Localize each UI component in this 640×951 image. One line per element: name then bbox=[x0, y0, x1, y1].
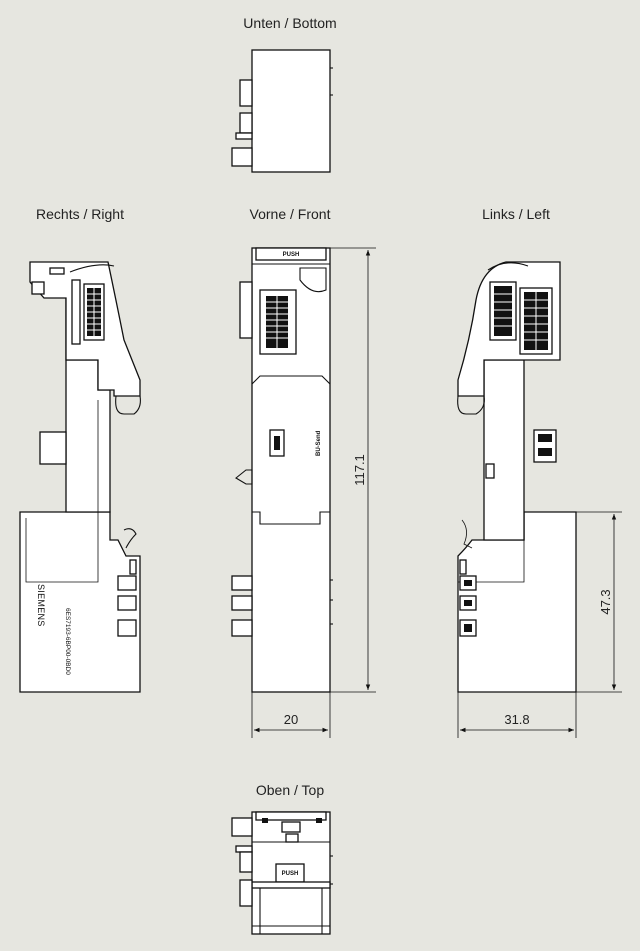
dimension-front-width: 20 bbox=[251, 692, 331, 738]
bottom-view bbox=[231, 49, 333, 173]
dimension-height-value: 117.1 bbox=[352, 454, 367, 486]
view-label-left: Links / Left bbox=[482, 206, 550, 222]
dimension-side-width: 31.8 bbox=[457, 692, 577, 738]
front-connector-pins bbox=[266, 296, 288, 348]
right-view: SIEMENS 6ES7193-6BP00-0BD0 bbox=[19, 261, 141, 693]
part-number-label: 6ES7193-6BP00-0BD0 bbox=[64, 608, 71, 675]
view-label-bottom: Unten / Bottom bbox=[243, 15, 336, 31]
right-connector-pins bbox=[87, 288, 101, 336]
dimension-lower-height-value: 47.3 bbox=[598, 589, 613, 614]
left-connector-pins bbox=[494, 292, 548, 350]
top-view: PUSH bbox=[231, 811, 333, 935]
front-push-label: PUSH bbox=[283, 252, 300, 258]
dimension-front-width-value: 20 bbox=[284, 712, 298, 727]
brand-label: SIEMENS bbox=[36, 584, 46, 627]
module-mark-label: BU-Send bbox=[316, 430, 322, 456]
view-label-right: Rechts / Right bbox=[36, 206, 124, 222]
dimension-side-width-value: 31.8 bbox=[504, 712, 529, 727]
front-view: PUSH BU-Send bbox=[231, 247, 333, 693]
dimension-lower-height: 47.3 bbox=[576, 511, 622, 693]
top-push-label: PUSH bbox=[282, 871, 299, 877]
dimension-height: 117.1 bbox=[330, 247, 376, 693]
left-view bbox=[457, 261, 577, 693]
view-label-front: Vorne / Front bbox=[250, 206, 331, 222]
view-label-top: Oben / Top bbox=[256, 782, 324, 798]
